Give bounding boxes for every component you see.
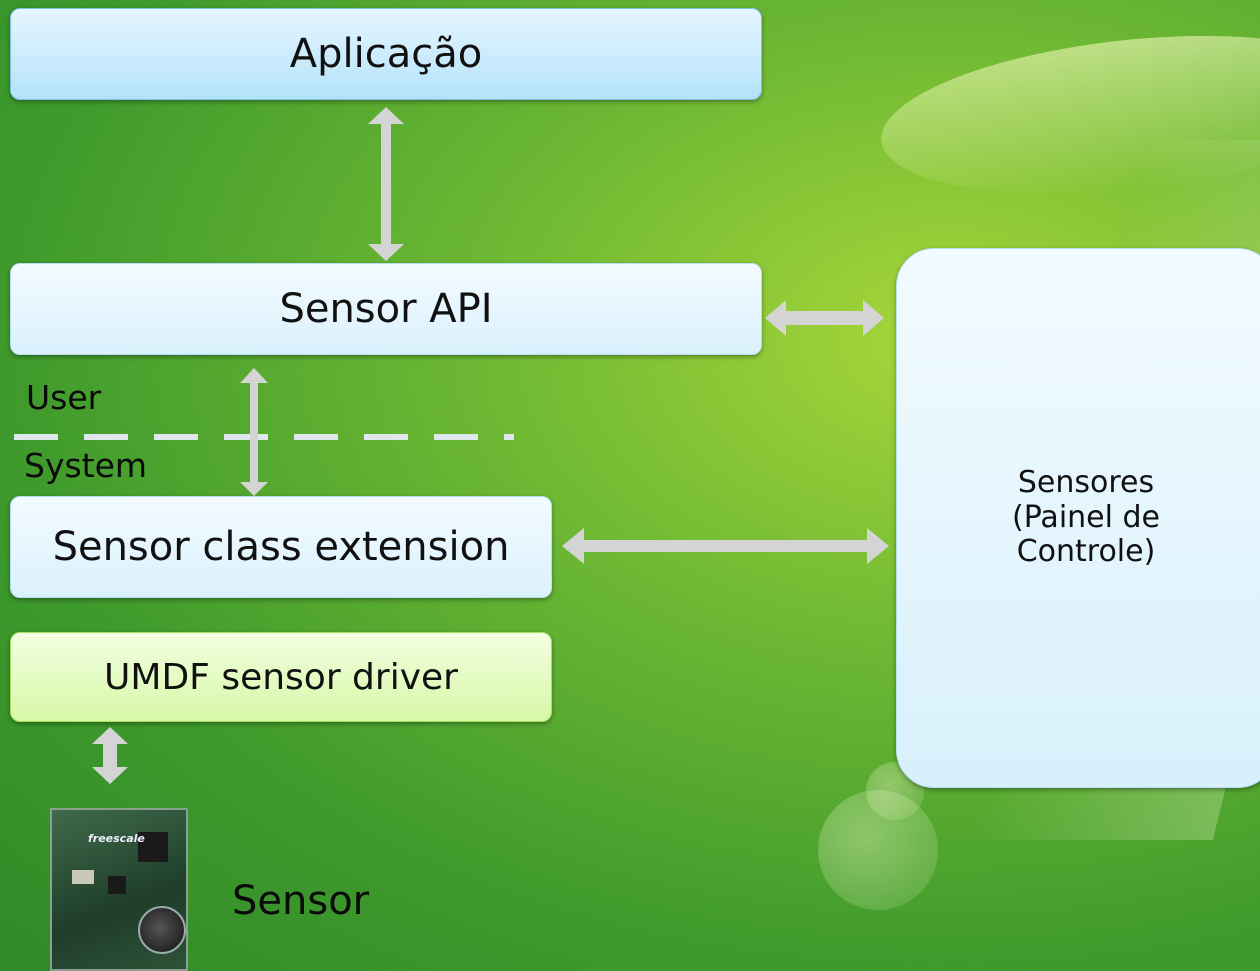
application-label: Aplicação — [289, 31, 483, 77]
control-panel-label: Sensores (Painel de Controle) — [1011, 465, 1160, 570]
arrow-driver-sensor — [92, 727, 128, 784]
sensor-class-extension-label: Sensor class extension — [52, 524, 510, 570]
user-mode-label: User — [26, 378, 102, 417]
umdf-sensor-driver-box: UMDF sensor driver — [10, 632, 552, 722]
sensor-board-image: freescale — [50, 808, 188, 971]
arrow-api-panel — [765, 300, 884, 336]
system-mode-label: System — [24, 446, 148, 485]
sensor-api-label: Sensor API — [279, 286, 493, 332]
application-box: Aplicação — [10, 8, 762, 100]
sensor-class-extension-box: Sensor class extension — [10, 496, 552, 598]
arrow-app-api — [368, 107, 404, 261]
control-panel-box: Sensores (Painel de Controle) — [896, 248, 1260, 788]
arrow-api-extension — [240, 368, 268, 496]
sensor-api-box: Sensor API — [10, 263, 762, 355]
umdf-sensor-driver-label: UMDF sensor driver — [104, 656, 458, 698]
board-logo: freescale — [88, 832, 145, 845]
arrow-extension-panel — [562, 528, 889, 564]
sensor-label: Sensor — [232, 878, 370, 924]
